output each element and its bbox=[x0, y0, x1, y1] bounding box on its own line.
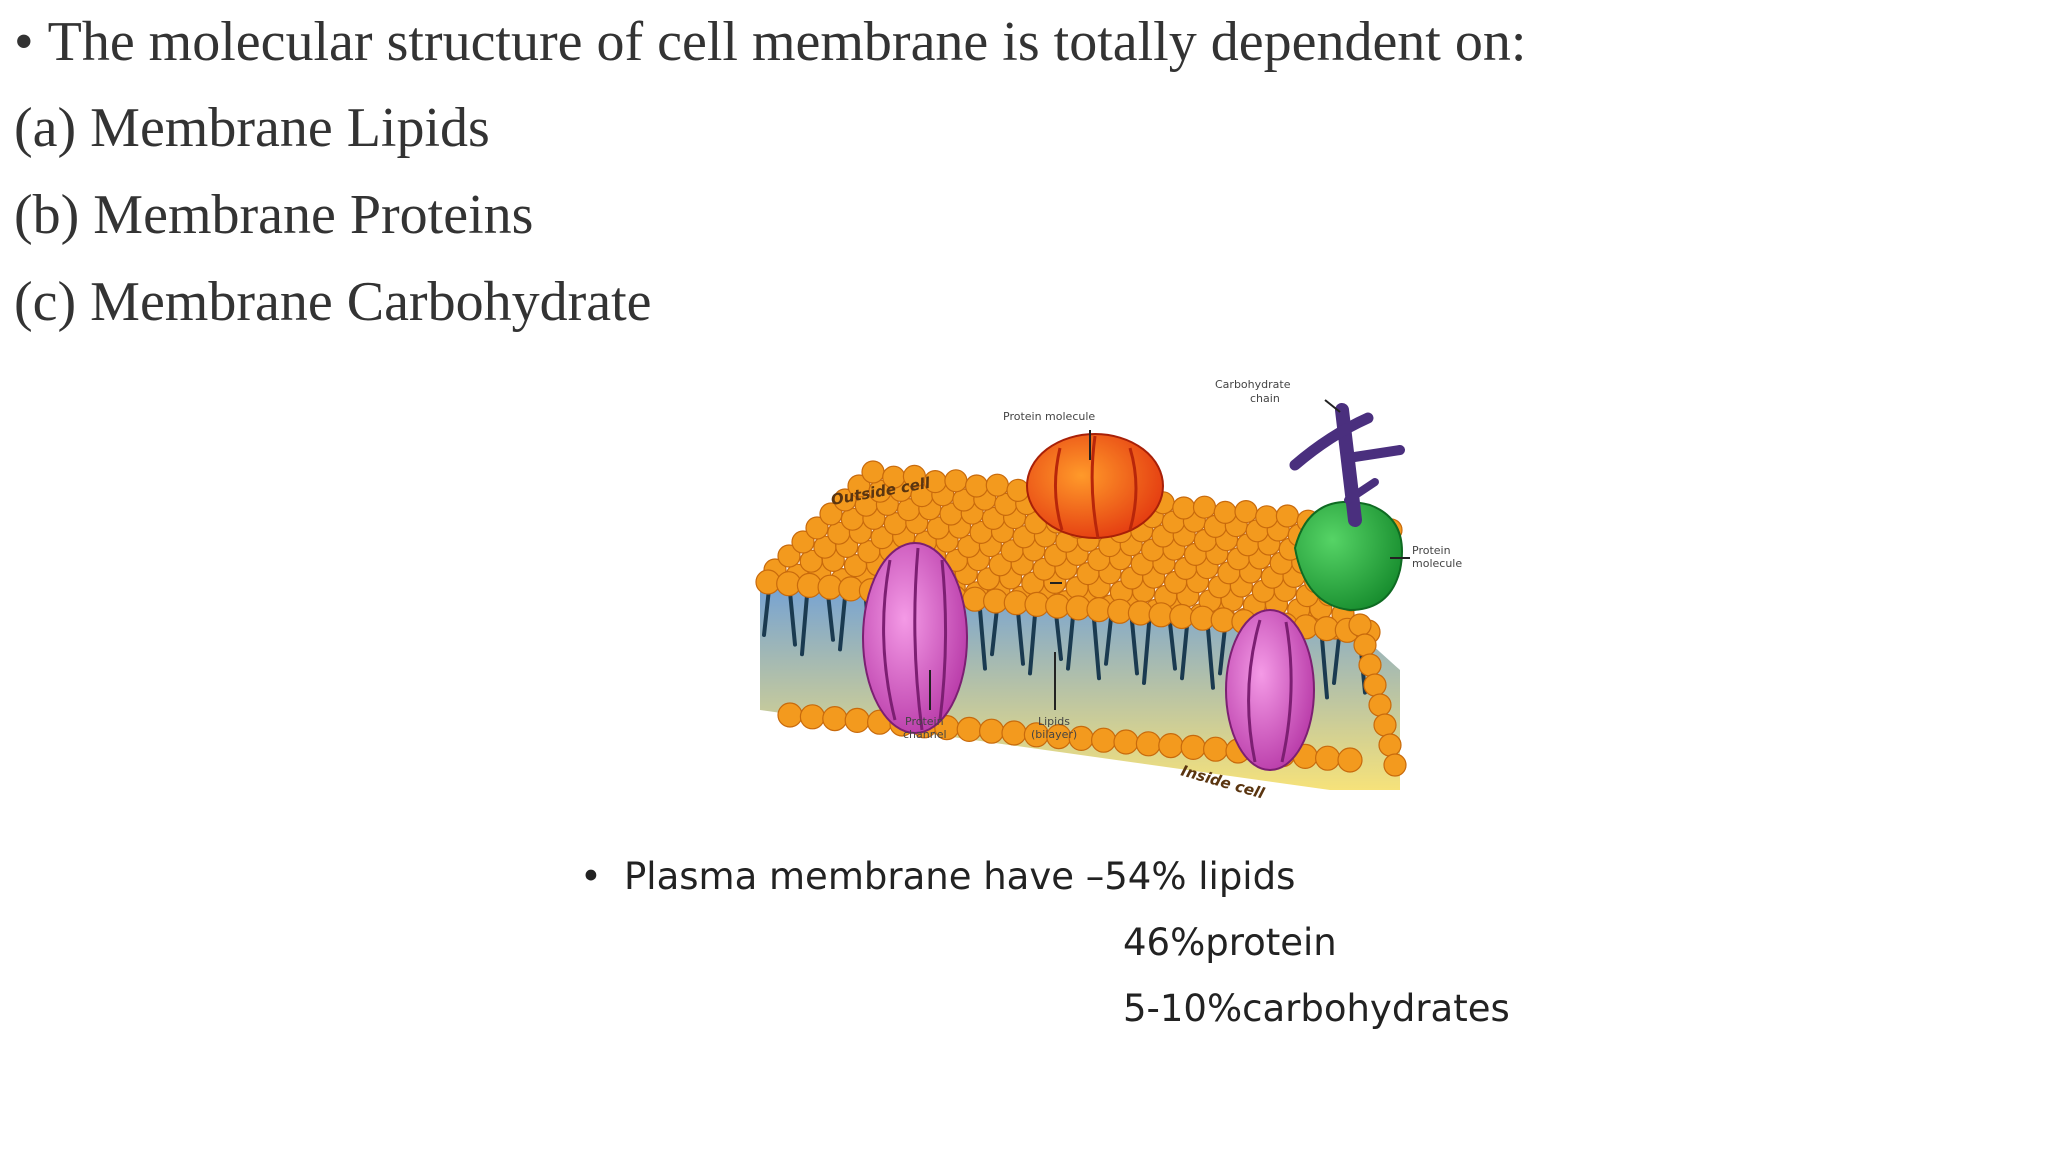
lipid-head bbox=[844, 707, 870, 733]
lipid-head bbox=[1006, 478, 1030, 503]
lipid-head bbox=[1314, 745, 1341, 771]
list-marker: (c) bbox=[14, 271, 77, 333]
label-protein-molecule-top: Protein molecule bbox=[1003, 410, 1095, 423]
list-item-c: (c) Membrane Carbohydrate bbox=[14, 274, 652, 330]
protein-channel-right bbox=[1225, 609, 1315, 771]
lipid-head bbox=[1135, 731, 1161, 757]
lipid-head bbox=[1203, 736, 1229, 762]
lipid-head bbox=[1275, 504, 1300, 528]
protein-channel-left bbox=[862, 542, 968, 734]
protein-molecule-top bbox=[1026, 433, 1164, 539]
lipid-head bbox=[1363, 673, 1387, 697]
leader-lines bbox=[929, 399, 1410, 710]
list-marker: (b) bbox=[14, 184, 80, 246]
lipid-head bbox=[805, 516, 829, 540]
lipid-head bbox=[791, 530, 815, 554]
lipid-head bbox=[1358, 653, 1382, 677]
lipid-head bbox=[1234, 500, 1258, 524]
label-protein-molecule-right-2: molecule bbox=[1412, 557, 1462, 570]
list-item-a: (a) Membrane Lipids bbox=[14, 100, 490, 156]
list-text: Membrane Carbohydrate bbox=[90, 271, 652, 333]
composition-lipids: Plasma membrane have –54% lipids bbox=[624, 855, 1296, 898]
lipid-head bbox=[956, 716, 982, 742]
list-text: Membrane Lipids bbox=[90, 97, 490, 159]
lipid-tail bbox=[1142, 610, 1152, 685]
lipid-head bbox=[1113, 729, 1139, 755]
lipid-head bbox=[1192, 495, 1217, 519]
lipid-head bbox=[985, 473, 1009, 497]
label-protein-molecule-right-1: Protein bbox=[1412, 544, 1451, 557]
composition-protein: 46%protein bbox=[1123, 921, 1337, 964]
carbohydrate-chain bbox=[1289, 403, 1405, 527]
heading-line: •The molecular structure of cell membran… bbox=[14, 14, 1526, 70]
lipid-head bbox=[777, 702, 803, 728]
label-lipids-2: (bilayer) bbox=[1031, 728, 1077, 741]
lipid-head bbox=[822, 706, 848, 732]
cell-membrane-diagram: Outside cell Inside cell Protein molecul… bbox=[755, 378, 1462, 803]
protein-molecule-right bbox=[1293, 500, 1403, 612]
lipid-head bbox=[1378, 733, 1402, 757]
lipid-head bbox=[1383, 753, 1407, 777]
lipid-head bbox=[1158, 733, 1184, 759]
lipid-head bbox=[1373, 713, 1397, 737]
label-carbohydrate-chain-1: Carbohydrate bbox=[1215, 378, 1291, 391]
lipid-head bbox=[1348, 613, 1372, 637]
lipid-head bbox=[1255, 505, 1279, 529]
heading-text: The molecular structure of cell membrane… bbox=[47, 11, 1527, 73]
lipid-head bbox=[861, 460, 885, 484]
lipid-head bbox=[1180, 734, 1206, 760]
lipid-head bbox=[1353, 633, 1377, 657]
lipid-head bbox=[799, 704, 826, 730]
label-protein-channel-1: Protein bbox=[905, 715, 944, 728]
label-carbohydrate-chain-2: chain bbox=[1250, 392, 1280, 405]
lipid-head bbox=[1172, 496, 1196, 520]
lipid-head bbox=[1213, 500, 1237, 524]
composition-carbohydrates: 5-10%carbohydrates bbox=[1123, 987, 1510, 1030]
lipid-head bbox=[1337, 747, 1363, 773]
list-item-b: (b) Membrane Proteins bbox=[14, 187, 533, 243]
bullet-icon: • bbox=[580, 855, 602, 898]
label-lipids-1: Lipids bbox=[1038, 715, 1070, 728]
list-text: Membrane Proteins bbox=[93, 184, 534, 246]
lipid-head bbox=[1091, 727, 1117, 753]
lipid-head bbox=[965, 474, 989, 498]
bullet-icon: • bbox=[14, 11, 34, 73]
lipid-head bbox=[944, 469, 968, 493]
composition-line-1: • Plasma membrane have –54% lipids bbox=[580, 855, 1295, 898]
lipid-head bbox=[819, 502, 843, 526]
lipid-head bbox=[1368, 693, 1392, 717]
list-marker: (a) bbox=[14, 97, 77, 159]
lipid-head bbox=[1001, 720, 1027, 746]
label-protein-channel-2: channel bbox=[903, 728, 947, 741]
lipid-head bbox=[777, 544, 801, 568]
lipid-head bbox=[979, 718, 1005, 744]
